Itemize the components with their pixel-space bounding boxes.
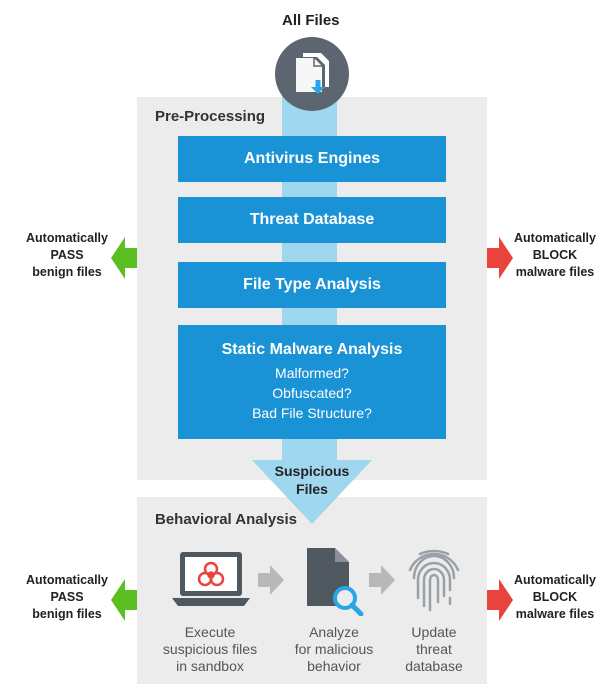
block-arrow-bottom <box>487 579 513 621</box>
step-label-execute: Execute suspicious files in sandbox <box>150 624 270 675</box>
step3-line-1: Update <box>411 624 457 640</box>
threat-database-label: Threat Database <box>249 211 375 228</box>
document-magnifier-icon <box>303 546 367 617</box>
step2-line-2: for malicious <box>294 641 374 657</box>
pass-line-3: benign files <box>32 265 102 279</box>
suspicious-line-2: Files <box>296 481 328 497</box>
block-line-3: malware files <box>515 607 595 621</box>
static-malware-analysis-box: Static Malware Analysis Malformed? Obfus… <box>178 325 446 439</box>
block-arrow-top <box>487 237 513 279</box>
step2-line-3: behavior <box>307 658 361 674</box>
step-label-update: Update threat database <box>374 624 494 675</box>
files-icon <box>274 36 350 112</box>
suspicious-files-label: Suspicious Files <box>262 462 362 498</box>
static-line-bad-structure: Bad File Structure? <box>252 405 372 421</box>
pass-label-top: Automatically PASS benign files <box>12 230 122 281</box>
step-arrow-1 <box>258 565 284 595</box>
threat-database-box: Threat Database <box>178 197 446 243</box>
step1-line-3: in sandbox <box>176 658 244 674</box>
antivirus-engines-label: Antivirus Engines <box>243 150 381 167</box>
preprocessing-title: Pre-Processing <box>155 108 266 125</box>
laptop-biohazard-icon <box>170 548 252 610</box>
block-line-2: BLOCK <box>532 590 578 604</box>
block-line-1: Automatically <box>514 573 596 587</box>
static-malware-analysis-title: Static Malware Analysis <box>221 341 403 358</box>
step-label-analyze: Analyze for malicious behavior <box>274 624 394 675</box>
pass-line-1: Automatically <box>26 231 108 245</box>
static-line-malformed: Malformed? <box>275 365 349 381</box>
suspicious-line-1: Suspicious <box>274 463 350 479</box>
block-line-3: malware files <box>515 265 595 279</box>
all-files-title: All Files <box>282 12 340 29</box>
pass-line-2: PASS <box>50 590 84 604</box>
step2-line-1: Analyze <box>309 624 359 640</box>
antivirus-engines-box: Antivirus Engines <box>178 136 446 182</box>
behavioral-title: Behavioral Analysis <box>155 511 298 528</box>
file-type-analysis-box: File Type Analysis <box>178 262 446 308</box>
block-line-2: BLOCK <box>532 248 578 262</box>
step3-line-2: threat <box>416 641 452 657</box>
pass-arrow-bottom <box>111 579 137 621</box>
pass-label-bottom: Automatically PASS benign files <box>12 572 122 623</box>
block-label-bottom: Automatically BLOCK malware files <box>500 572 610 623</box>
block-label-top: Automatically BLOCK malware files <box>500 230 610 281</box>
step-arrow-2 <box>369 565 395 595</box>
block-line-1: Automatically <box>514 231 596 245</box>
pass-line-2: PASS <box>50 248 84 262</box>
step3-line-3: database <box>405 658 463 674</box>
step1-line-2: suspicious files <box>162 641 258 657</box>
fingerprint-icon <box>406 548 462 616</box>
file-type-analysis-label: File Type Analysis <box>243 276 381 293</box>
suspicious-files-arrow <box>252 460 372 524</box>
pass-line-1: Automatically <box>26 573 108 587</box>
pass-line-3: benign files <box>32 607 102 621</box>
static-line-obfuscated: Obfuscated? <box>272 385 352 401</box>
step1-line-1: Execute <box>184 624 236 640</box>
pass-arrow-top <box>111 237 137 279</box>
